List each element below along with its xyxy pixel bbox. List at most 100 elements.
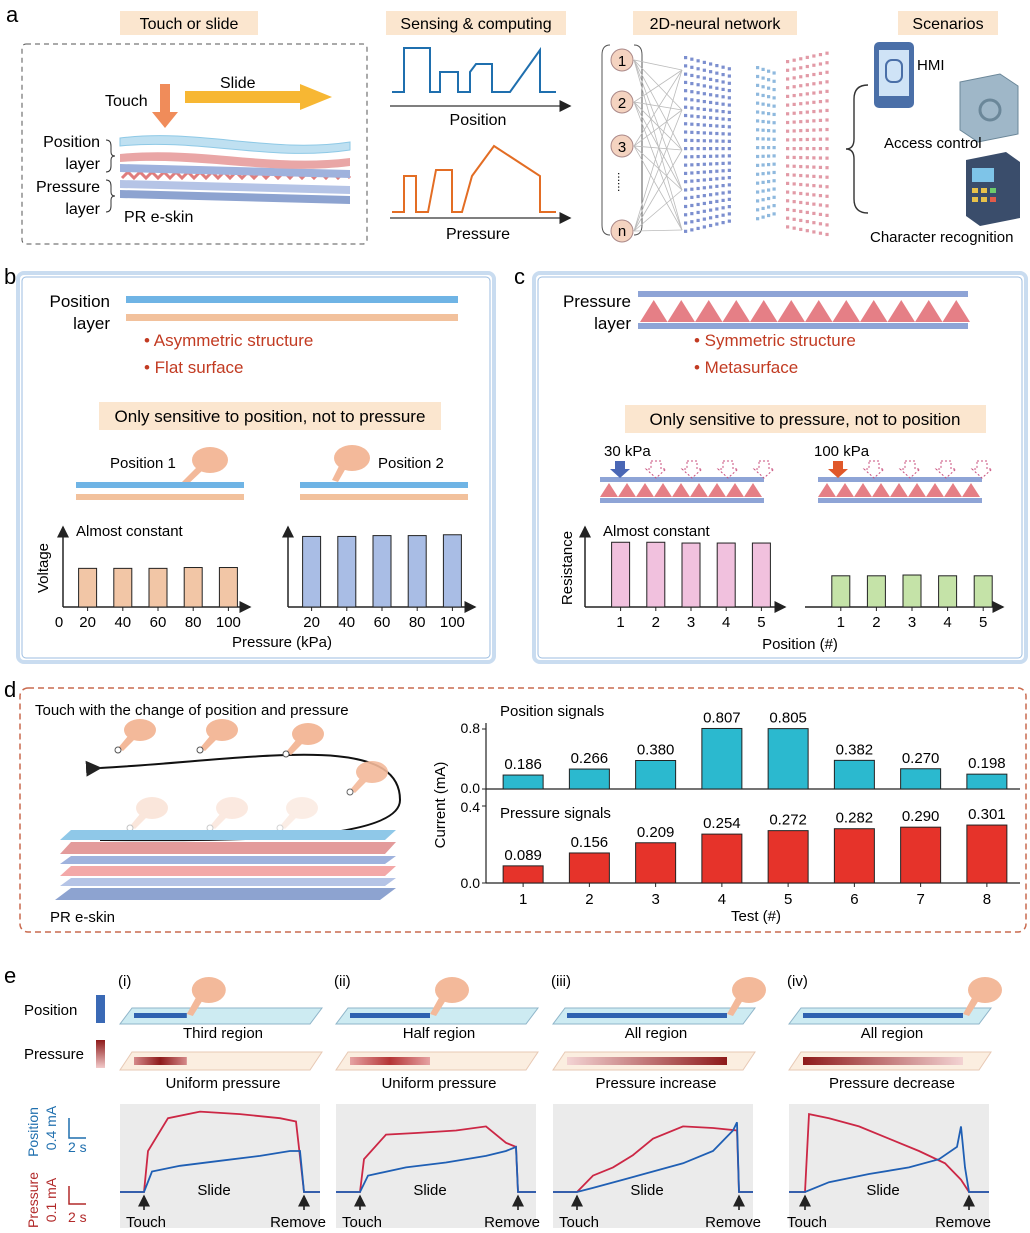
hmi-label: HMI xyxy=(917,57,945,74)
pressure-plate xyxy=(335,1051,539,1071)
bar-pressure xyxy=(502,865,544,884)
pressure-layer-label: Pressure xyxy=(36,179,100,196)
hand-icon xyxy=(206,797,248,832)
node-label: n xyxy=(618,223,626,240)
position-strip-bottom xyxy=(126,314,458,321)
bar xyxy=(831,575,851,608)
panel-letter: a xyxy=(6,2,19,27)
pressure-arrow-ghost xyxy=(934,460,958,479)
bullet: • Asymmetric structure xyxy=(144,331,313,350)
header-bg xyxy=(120,11,258,35)
panel-frame-inner xyxy=(537,276,1023,659)
panel-letter: e xyxy=(4,963,16,988)
tick-label: 5 xyxy=(784,891,792,908)
tick-label: 80 xyxy=(409,614,426,631)
position-strip-top xyxy=(126,296,458,303)
touch-label: Touch xyxy=(787,1214,827,1231)
bullet: • Metasurface xyxy=(694,358,798,377)
bar xyxy=(646,541,666,608)
hand-icon xyxy=(968,977,1002,1003)
pressure-trace xyxy=(789,1113,989,1193)
legend-position-swatch xyxy=(96,995,105,1023)
tick-label: 1 xyxy=(837,614,845,631)
layer-label: layer xyxy=(73,314,110,333)
scale-pressure-amp: 0.1 mA xyxy=(43,1177,59,1222)
tick-label: 100 xyxy=(440,614,465,631)
bar-position xyxy=(701,727,743,790)
position-trace xyxy=(789,1126,989,1193)
tick-label: 2 xyxy=(585,891,593,908)
skin-label: PR e-skin xyxy=(124,209,193,226)
bar xyxy=(407,535,427,608)
p100-label: 100 kPa xyxy=(814,443,870,460)
bullet: • Flat surface xyxy=(144,358,244,377)
finger-icon xyxy=(963,996,979,1016)
pressure-layer-label: layer xyxy=(65,201,100,218)
pressure-fill xyxy=(567,1057,727,1065)
pressure-arrow-ghost xyxy=(716,460,740,479)
banner: Only sensitive to pressure, not to posit… xyxy=(650,410,961,429)
trace-box xyxy=(120,1104,320,1228)
position-plate xyxy=(119,1007,323,1025)
safe-icon xyxy=(959,73,1019,143)
panel-frame xyxy=(19,687,1027,933)
trace-box xyxy=(789,1104,989,1228)
bar-pressure xyxy=(701,833,743,884)
bar xyxy=(372,535,392,608)
slide-label: Slide xyxy=(866,1182,899,1199)
layer-label: Position xyxy=(50,292,110,311)
scale-pressure-time: 2 s xyxy=(68,1209,87,1225)
bar xyxy=(716,542,736,608)
pressure-fill xyxy=(803,1057,963,1065)
bar xyxy=(681,542,701,608)
pressure-plate xyxy=(119,1051,323,1071)
position-region-label: Third region xyxy=(183,1025,263,1042)
character-label: Character recognition xyxy=(870,229,1013,246)
bar-position xyxy=(833,759,875,790)
hand-icon xyxy=(191,977,226,1003)
position-fill xyxy=(134,1013,187,1018)
tick-label: 2 xyxy=(652,614,660,631)
bar-position xyxy=(966,773,1008,790)
tick-label: 4 xyxy=(722,614,730,631)
remove-label: Remove xyxy=(705,1214,761,1231)
node-label: 3 xyxy=(618,139,626,156)
note: Almost constant xyxy=(603,523,711,540)
bar xyxy=(218,567,238,608)
tick-label: 5 xyxy=(979,614,987,631)
position-plate xyxy=(335,1007,539,1025)
hand-icon xyxy=(126,797,168,832)
touch-label: Touch xyxy=(342,1214,382,1231)
pressure-mode-label: Uniform pressure xyxy=(381,1075,496,1092)
panel-e: e Position Pressure Position 0.4 mA 2 s … xyxy=(4,963,1002,1231)
banner-bg xyxy=(625,405,986,433)
xlabel: Test (#) xyxy=(731,908,781,925)
scenario-brace xyxy=(845,84,869,214)
finger-icon xyxy=(727,996,743,1016)
position-fill xyxy=(567,1013,727,1018)
bar-pressure xyxy=(767,830,809,884)
data-label: 0.270 xyxy=(902,750,940,767)
tick-label: 6 xyxy=(850,891,858,908)
bar xyxy=(183,567,203,608)
signal-position-label: Position xyxy=(450,112,507,129)
legend-position: Position xyxy=(24,1002,77,1019)
pressure-arrow xyxy=(610,461,630,478)
metasurface-strip xyxy=(638,291,970,329)
pressure-arrow-ghost xyxy=(898,460,922,479)
data-label: 0.209 xyxy=(637,824,675,841)
data-label: 0.380 xyxy=(637,742,675,759)
bar-position xyxy=(502,774,544,790)
touch-label: Touch xyxy=(559,1214,599,1231)
pressure-arrow-ghost xyxy=(644,460,668,479)
remove-label: Remove xyxy=(484,1214,540,1231)
neural-network xyxy=(601,44,829,237)
panel-d: d Touch with the change of position and … xyxy=(4,677,1027,933)
scale-pressure-name: Pressure xyxy=(25,1172,41,1228)
d-title: Touch with the change of position and pr… xyxy=(35,702,349,719)
finger-icon xyxy=(332,445,370,482)
finger-icon xyxy=(430,996,446,1016)
